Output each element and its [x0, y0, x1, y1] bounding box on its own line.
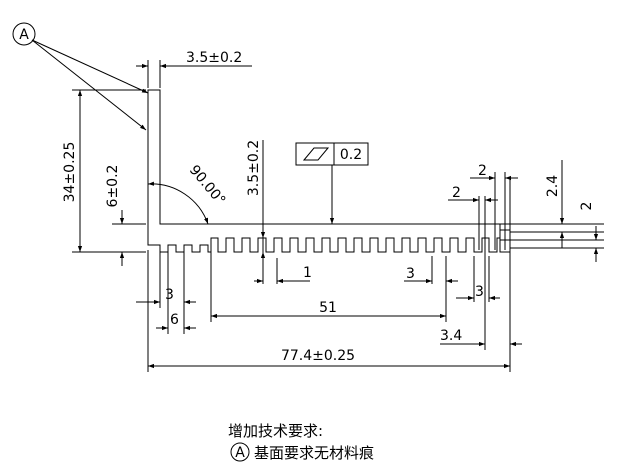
dim-total-height: 34±0.25 — [62, 142, 78, 203]
dim-right-mid-2: 2 — [452, 185, 461, 201]
dim-top-thickness: 3.5±0.2 — [186, 50, 242, 66]
dim-slot-3-left: 3 — [165, 287, 174, 303]
callout-a-label: A — [19, 27, 29, 43]
dim-slot-6: 6 — [170, 312, 179, 328]
dim-slot-1: 1 — [303, 265, 312, 281]
notes-title: 增加技术要求: — [228, 422, 323, 440]
note-a-circle — [231, 443, 249, 461]
flatness-value: 0.2 — [340, 147, 362, 163]
dim-span-51: 51 — [319, 300, 337, 316]
note-line-1: 基面要求无材料痕 — [254, 444, 374, 462]
dim-right-vert-2: 2 — [579, 202, 595, 211]
dim-right-top-2: 2 — [478, 163, 487, 179]
profile-outline — [148, 90, 510, 252]
note-a-marker: A — [235, 445, 245, 461]
dim-right-3-4: 3.4 — [440, 328, 462, 344]
dim-base-thickness: 6±0.2 — [105, 165, 121, 208]
dim-angle: 90.00° — [186, 162, 229, 208]
dim-fin-height: 3.5±0.2 — [246, 140, 262, 196]
dim-slot-3-right: 3 — [475, 284, 484, 300]
dim-overall-width: 77.4±0.25 — [281, 348, 355, 364]
dim-right-vert-2-4: 2.4 — [545, 175, 561, 197]
flatness-symbol — [304, 148, 328, 160]
angle-arc — [148, 181, 208, 224]
callout-a-circle — [13, 23, 35, 45]
dim-slot-3-mid: 3 — [406, 266, 415, 282]
